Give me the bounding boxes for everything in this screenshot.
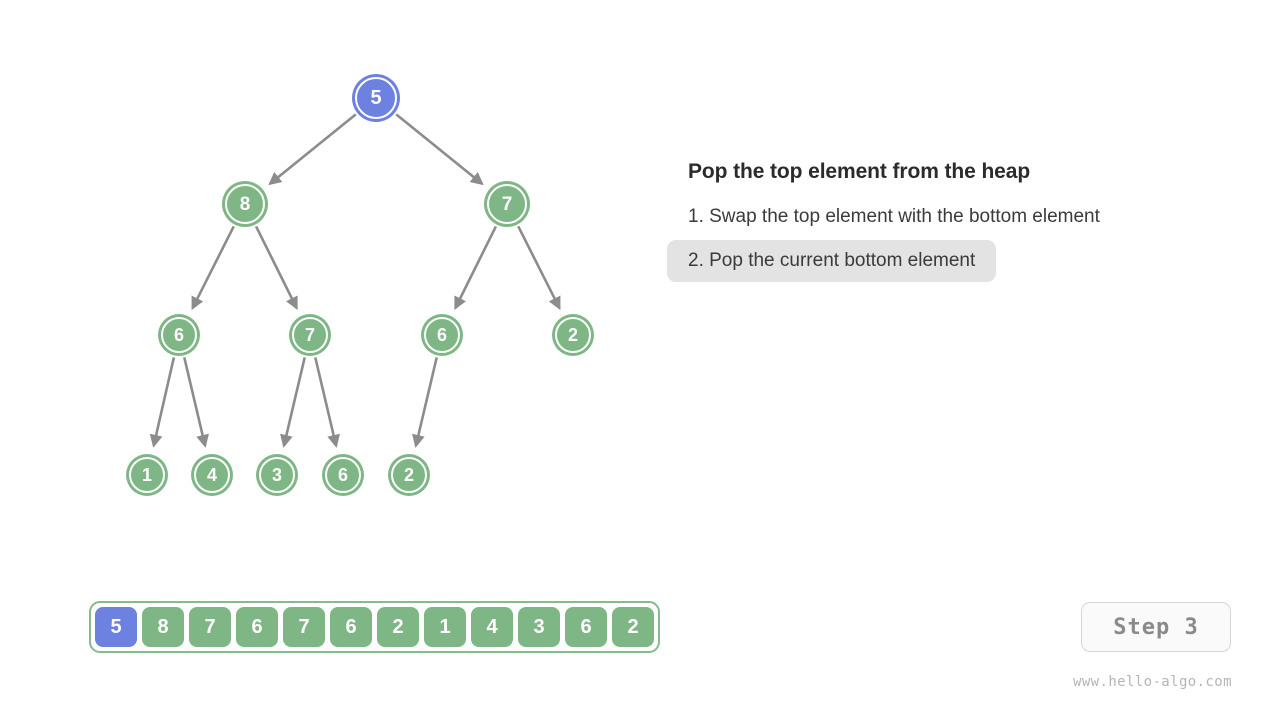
tree-edge-layer <box>149 113 561 448</box>
array-cell: 3 <box>518 607 560 647</box>
instruction-panel: Pop the top element from the heap 1. Swa… <box>667 160 1227 284</box>
page-title: Pop the top element from the heap <box>688 160 1031 183</box>
tree-edge-arrow <box>314 357 340 448</box>
step-item-active: 2. Pop the current bottom element <box>667 240 997 282</box>
tree-edge-arrow <box>149 357 176 448</box>
tree-node: 2 <box>552 314 594 356</box>
tree-edge-arrow <box>183 357 209 448</box>
tree-node: 1 <box>126 454 168 496</box>
tree-node-label: 1 <box>141 465 152 485</box>
array-cell: 2 <box>377 607 419 647</box>
step-badge: Step 3 <box>1081 602 1231 652</box>
tree-node-label: 6 <box>337 465 348 485</box>
heap-tree-diagram: 5 8 7 6 7 6 2 1 4 3 6 2 <box>0 0 680 560</box>
array-cell: 2 <box>612 607 654 647</box>
tree-node: 4 <box>191 454 233 496</box>
tree-edge-arrow <box>454 225 498 310</box>
array-cell: 4 <box>471 607 513 647</box>
step-list: 1. Swap the top element with the bottom … <box>667 196 1227 284</box>
array-cell: 6 <box>330 607 372 647</box>
watermark: www.hello-algo.com <box>1073 674 1232 690</box>
tree-node-label: 3 <box>271 465 282 485</box>
tree-edge-arrow <box>280 357 306 448</box>
tree-edge-arrow <box>395 113 484 186</box>
tree-node-label: 4 <box>206 465 217 485</box>
array-cell: 7 <box>189 607 231 647</box>
tree-node: 7 <box>289 314 331 356</box>
tree-node-label: 6 <box>173 325 184 345</box>
array-cell: 6 <box>236 607 278 647</box>
array-cell: 6 <box>565 607 607 647</box>
tree-edge-arrow <box>268 113 357 186</box>
tree-node-label: 2 <box>403 465 414 485</box>
tree-node-label: 7 <box>501 193 513 215</box>
step-item: 1. Swap the top element with the bottom … <box>688 206 1100 227</box>
tree-edge-arrow <box>191 225 235 311</box>
tree-edge-arrow <box>412 357 438 448</box>
tree-node: 7 <box>484 181 530 227</box>
tree-node-label: 7 <box>304 325 315 345</box>
array-cell: 8 <box>142 607 184 647</box>
array-cell: 1 <box>424 607 466 647</box>
array-cell: 7 <box>283 607 325 647</box>
array-cell: 5 <box>95 607 137 647</box>
tree-edge-arrow <box>517 225 561 311</box>
tree-node: 6 <box>158 314 200 356</box>
tree-node: 8 <box>222 181 268 227</box>
tree-node-label: 5 <box>370 87 382 109</box>
tree-node: 6 <box>322 454 364 496</box>
tree-node: 6 <box>421 314 463 356</box>
tree-node: 2 <box>388 454 430 496</box>
tree-node-label: 8 <box>239 193 251 215</box>
tree-node-label: 6 <box>436 325 447 345</box>
tree-node: 5 <box>352 74 400 122</box>
tree-node-label: 2 <box>567 325 578 345</box>
tree-edge-arrow <box>254 225 298 310</box>
tree-node: 3 <box>256 454 298 496</box>
